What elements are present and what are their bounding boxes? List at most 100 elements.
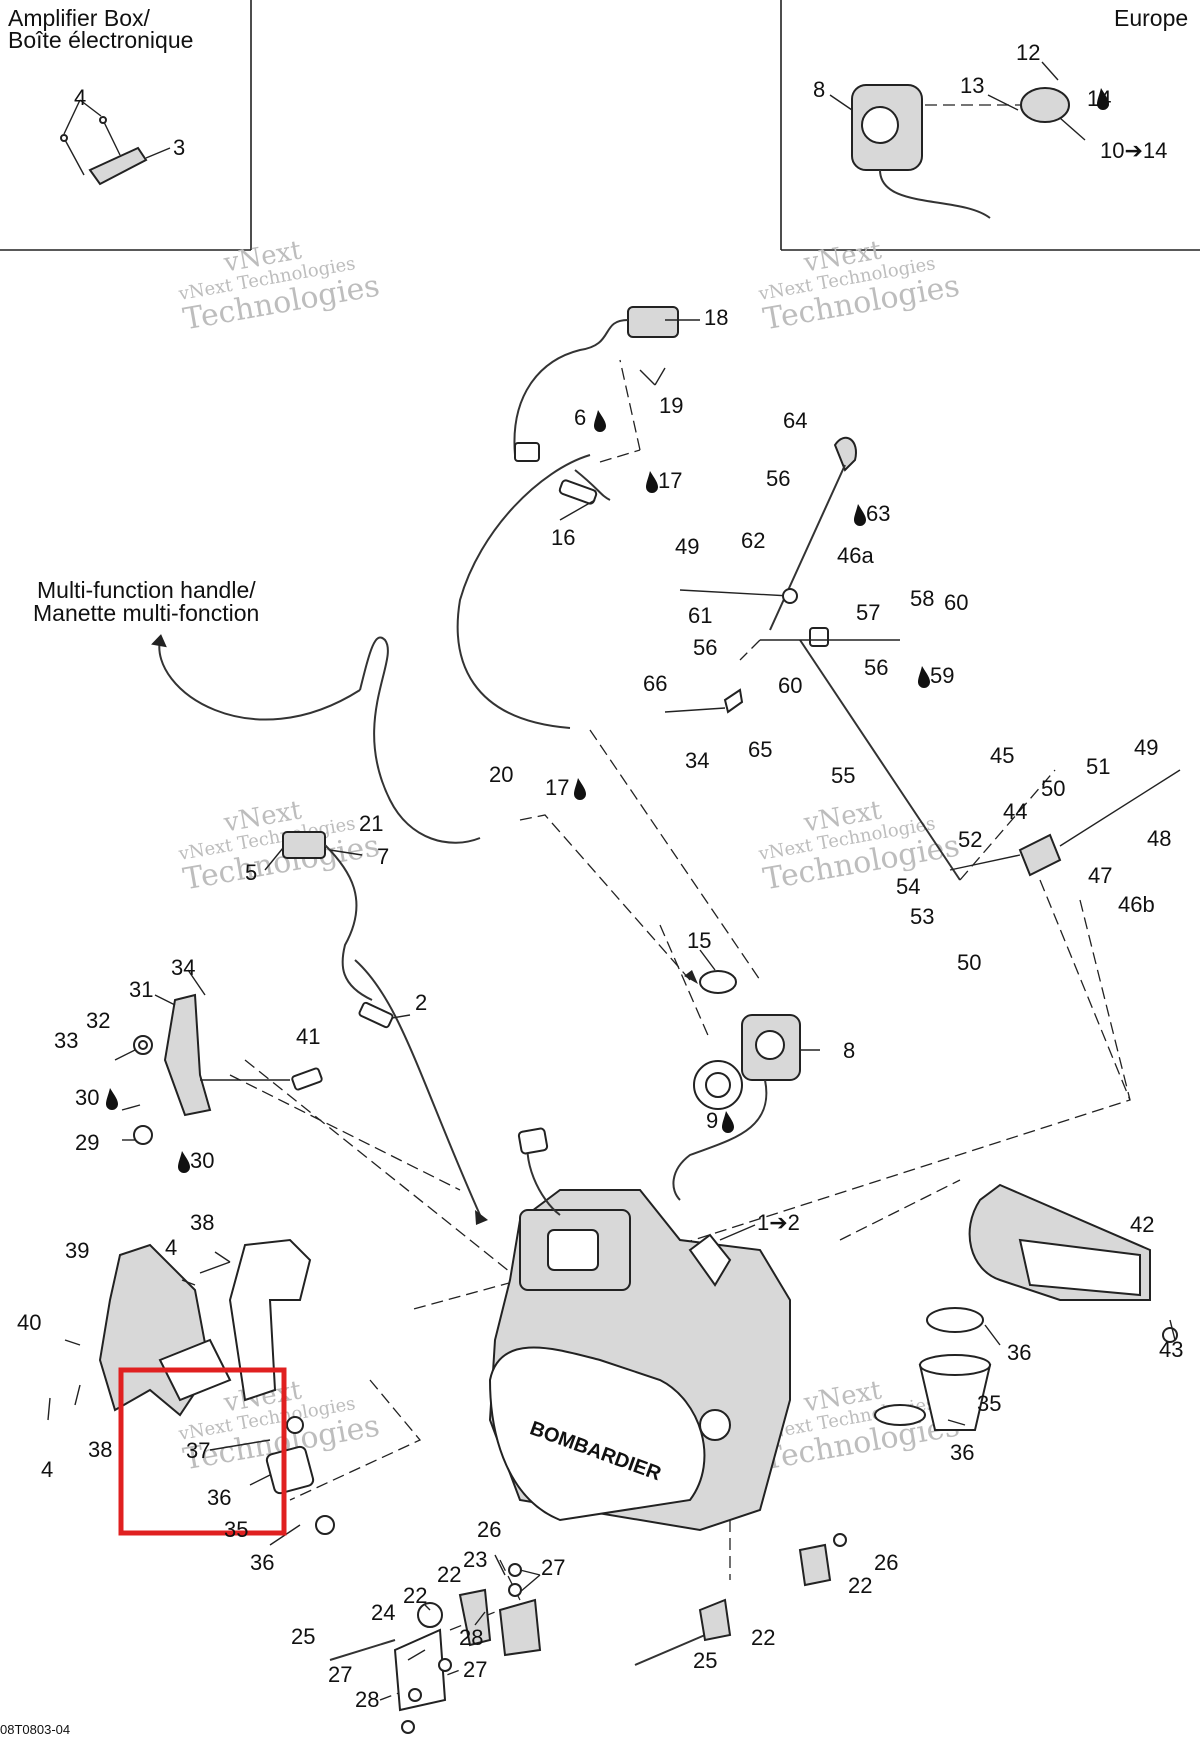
callout-28b: 28 [355, 1687, 379, 1712]
callout-60: 60 [944, 590, 968, 615]
callout-41: 41 [296, 1024, 320, 1049]
carburetor-main [672, 949, 820, 1201]
callout-56c: 56 [864, 655, 888, 680]
highlight-box [118, 1367, 287, 1536]
callout-60b: 60 [778, 673, 802, 698]
drop-icon-30a [106, 1088, 118, 1110]
callout-37: 37 [186, 1438, 210, 1463]
air-intake [874, 1183, 1178, 1431]
callout-27c: 27 [463, 1657, 487, 1682]
callout-25: 25 [291, 1624, 315, 1649]
callout-53: 53 [910, 904, 934, 929]
callout-36b: 36 [950, 1440, 974, 1465]
amplifier-box-module [88, 146, 148, 186]
callout-19: 19 [659, 393, 683, 418]
mount-clip [291, 1067, 323, 1091]
callout-55: 55 [831, 763, 855, 788]
ignition-lead [324, 844, 373, 1001]
carburetor-clamp [699, 970, 737, 994]
callout-3: 3 [173, 135, 185, 160]
watermark-1: vNext vNext Technologies Technologies [176, 235, 382, 337]
drop-icon-30b [178, 1151, 190, 1173]
shift-bracket [1018, 833, 1062, 877]
callout-57: 57 [856, 600, 880, 625]
mount-bracket [163, 993, 212, 1117]
callout-26b: 26 [874, 1550, 898, 1575]
europe-inset: Europe [780, 0, 1200, 251]
callout-38b: 38 [88, 1437, 112, 1462]
intake-clamp-lower [874, 1404, 926, 1426]
callout-36: 36 [1007, 1340, 1031, 1365]
ignition-parts [264, 831, 488, 1225]
ignition-coil [282, 831, 326, 859]
callout-38: 38 [190, 1210, 214, 1235]
callout-13: 13 [960, 73, 984, 98]
mfh-title-line2: Manette multi-fonction [33, 600, 259, 626]
callout-58: 58 [910, 586, 934, 611]
shift-linkage [664, 436, 1181, 1101]
callout-31: 31 [129, 977, 153, 1002]
callout-54: 54 [896, 874, 920, 899]
mfh-harness [359, 636, 481, 844]
callout-42: 42 [1130, 1212, 1154, 1237]
callout-17: 17 [658, 468, 682, 493]
engine-mount-bracket [114, 969, 323, 1145]
callout-35: 35 [977, 1391, 1001, 1416]
throttle-cable-run [456, 454, 591, 729]
amplifier-box-title-line2: Boîte électronique [8, 27, 193, 53]
callout-12: 12 [1016, 40, 1040, 65]
callout-29: 29 [75, 1130, 99, 1155]
drop-icon-6 [594, 410, 606, 432]
callout-63: 63 [866, 501, 890, 526]
callout-62: 62 [741, 528, 765, 553]
callout-8: 8 [813, 77, 825, 102]
callout-24: 24 [371, 1600, 395, 1625]
starter [688, 1233, 732, 1287]
callout-26: 26 [477, 1517, 501, 1542]
throttle-handle-assembly [456, 306, 700, 729]
callout-22: 22 [437, 1562, 461, 1587]
callout-4b: 4 [165, 1235, 177, 1260]
callout-27: 27 [541, 1555, 565, 1580]
callout-5: 5 [245, 860, 257, 885]
callout-34: 34 [685, 748, 709, 773]
callout-36c: 36 [207, 1485, 231, 1510]
callout-50b: 50 [957, 950, 981, 975]
callout-32: 32 [86, 1008, 110, 1033]
exhaust-pipe [228, 1238, 312, 1402]
exhaust-sleeve [265, 1445, 315, 1495]
callout-2: 2 [415, 990, 427, 1015]
mount-rubber-2 [498, 1598, 542, 1657]
drop-icon-9 [722, 1111, 734, 1133]
callout-66: 66 [643, 671, 667, 696]
amplifier-box-inset: Amplifier Box/ Boîte électronique [0, 0, 252, 251]
engine-mounts-bottom [329, 1533, 847, 1734]
callout-17b: 17 [545, 775, 569, 800]
callout-27b: 27 [328, 1662, 352, 1687]
callout-labels: 4 3 12 8 13 14 10➔14 18 19 6 17 16 64 56… [17, 40, 1183, 1712]
mount-rubber-3 [798, 1543, 832, 1587]
engine-assembly: BOMBARDIER [488, 1127, 791, 1532]
callout-22c: 22 [848, 1573, 872, 1598]
ground-wire [354, 959, 481, 1216]
callout-18: 18 [704, 305, 728, 330]
mount-rubber-4 [698, 1598, 732, 1642]
callout-4c: 4 [41, 1457, 53, 1482]
callout-49: 49 [675, 534, 699, 559]
drop-icon-59 [918, 666, 930, 688]
cable-adjuster [558, 479, 598, 505]
callout-46b: 46b [1118, 892, 1155, 917]
callout-36d: 36 [250, 1550, 274, 1575]
callout-52: 52 [958, 827, 982, 852]
callout-22d: 22 [751, 1625, 775, 1650]
callout-61: 61 [688, 603, 712, 628]
watermark-2: vNext vNext Technologies Technologies [756, 235, 962, 337]
cvt-cover [488, 1346, 706, 1522]
callout-56: 56 [766, 466, 790, 491]
shift-clip [723, 688, 744, 714]
callout-39: 39 [65, 1238, 89, 1263]
callout-45: 45 [990, 743, 1014, 768]
callout-43: 43 [1159, 1337, 1183, 1362]
europe-cover-plate [1020, 87, 1070, 123]
